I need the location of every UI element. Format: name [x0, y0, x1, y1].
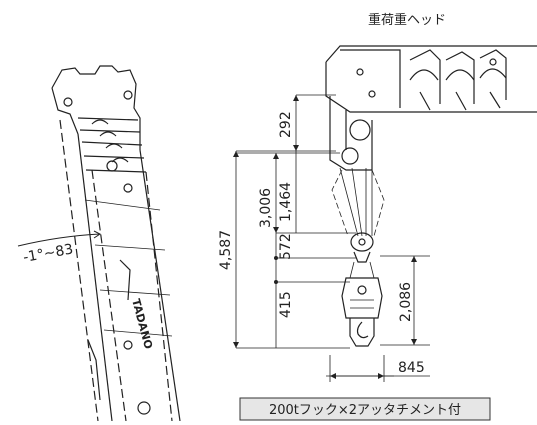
dim-1464: 1,464 — [278, 182, 294, 222]
dim-3006: 3,006 — [258, 188, 274, 228]
dim-292: 292 — [278, 111, 294, 138]
dim-845: 845 — [398, 360, 425, 376]
dimension-arrows — [233, 95, 417, 379]
heading-title: 重荷重ヘッド — [368, 12, 446, 28]
jib-side-view — [51, 65, 181, 422]
head-front-view — [325, 45, 537, 347]
dimension-lines — [235, 94, 430, 382]
angle-arc — [17, 230, 101, 247]
caption-box: 200tフック×2アッタチメント付 — [239, 397, 491, 421]
dim-2086: 2,086 — [398, 282, 414, 322]
dim-415: 415 — [278, 291, 294, 318]
caption-text: 200tフック×2アッタチメント付 — [269, 403, 461, 418]
dim-572: 572 — [278, 233, 294, 260]
angle-label: -1°~83 — [22, 241, 75, 266]
dim-4587: 4,587 — [218, 230, 234, 270]
brand-label: TADANO — [129, 297, 155, 350]
